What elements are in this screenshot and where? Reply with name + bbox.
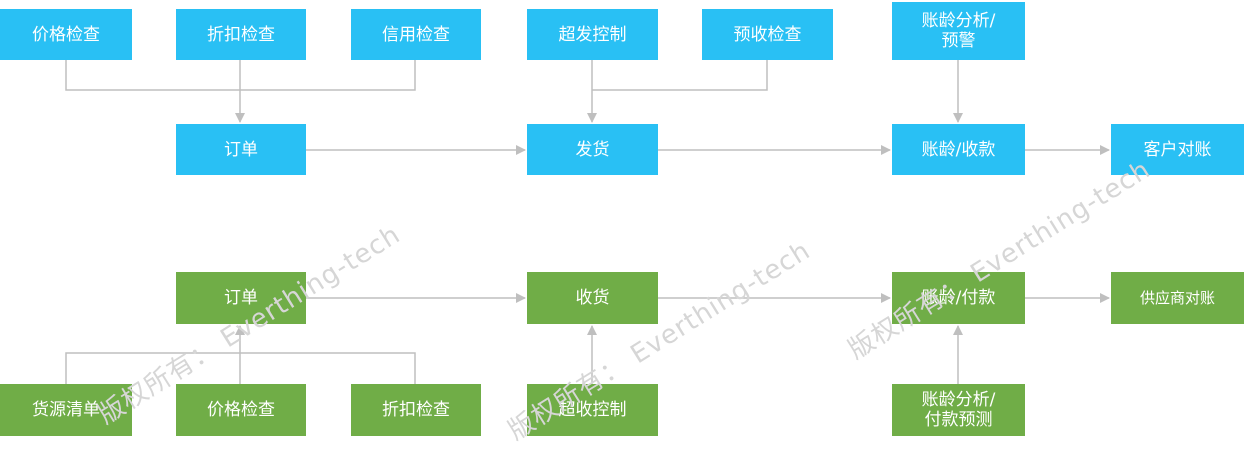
aging-warning-label-line1: 账龄分析/ bbox=[921, 11, 996, 31]
ship-box: 发货 bbox=[527, 124, 658, 175]
overship-control-box: 超发控制 bbox=[527, 9, 658, 60]
credit-check-box: 信用检查 bbox=[351, 9, 481, 60]
customer-reconcile-box: 客户对账 bbox=[1111, 124, 1244, 175]
aging-collect-label: 账龄/收款 bbox=[921, 139, 996, 160]
payment-forecast-box: 账龄分析/ 付款预测 bbox=[892, 384, 1025, 436]
payment-forecast-label-line1: 账龄分析/ bbox=[921, 390, 996, 410]
price-check-p-label: 价格检查 bbox=[207, 400, 275, 420]
discount-check-label: 折扣检查 bbox=[207, 24, 275, 45]
price-check-label: 价格检查 bbox=[32, 24, 100, 45]
prepay-check-box: 预收检查 bbox=[702, 9, 833, 60]
overship-control-label: 超发控制 bbox=[558, 24, 627, 45]
discount-check-p-box: 折扣检查 bbox=[351, 384, 481, 436]
customer-reconcile-label: 客户对账 bbox=[1143, 139, 1212, 160]
sales-order-label: 订单 bbox=[224, 139, 258, 160]
connector-credit-check bbox=[240, 60, 416, 91]
connector-discount-check-p bbox=[240, 352, 416, 384]
purchase-order-box: 订单 bbox=[176, 272, 306, 324]
connector-source-list bbox=[65, 352, 240, 384]
ship-label: 发货 bbox=[575, 139, 610, 160]
aging-collect-box: 账龄/收款 bbox=[892, 124, 1025, 175]
discount-check-p-label: 折扣检查 bbox=[382, 400, 450, 420]
aging-pay-label: 账龄/付款 bbox=[921, 288, 996, 308]
aging-warning-label-line2: 预警 bbox=[941, 31, 976, 51]
aging-warning-box: 账龄分析/ 预警 bbox=[892, 2, 1025, 60]
price-check-box: 价格检查 bbox=[0, 9, 132, 60]
connector-price-check bbox=[65, 60, 240, 91]
source-list-box: 货源清单 bbox=[0, 384, 132, 436]
purchase-order-label: 订单 bbox=[224, 288, 258, 308]
source-list-label: 货源清单 bbox=[32, 400, 100, 420]
supplier-reconcile-label: 供应商对账 bbox=[1139, 289, 1215, 307]
sales-order-box: 订单 bbox=[176, 124, 306, 175]
prepay-check-label: 预收检查 bbox=[733, 24, 802, 45]
over-receive-label: 超收控制 bbox=[558, 400, 627, 420]
supplier-reconcile-box: 供应商对账 bbox=[1111, 272, 1244, 324]
receive-label: 收货 bbox=[575, 288, 610, 308]
price-check-p-box: 价格检查 bbox=[176, 384, 306, 436]
payment-forecast-label-line2: 付款预测 bbox=[924, 410, 993, 430]
over-receive-box: 超收控制 bbox=[527, 384, 658, 436]
aging-pay-box: 账龄/付款 bbox=[892, 272, 1025, 324]
discount-check-box: 折扣检查 bbox=[176, 9, 306, 60]
receive-box: 收货 bbox=[527, 272, 658, 324]
credit-check-label: 信用检查 bbox=[382, 24, 450, 45]
connector-prepay-check bbox=[592, 60, 768, 91]
